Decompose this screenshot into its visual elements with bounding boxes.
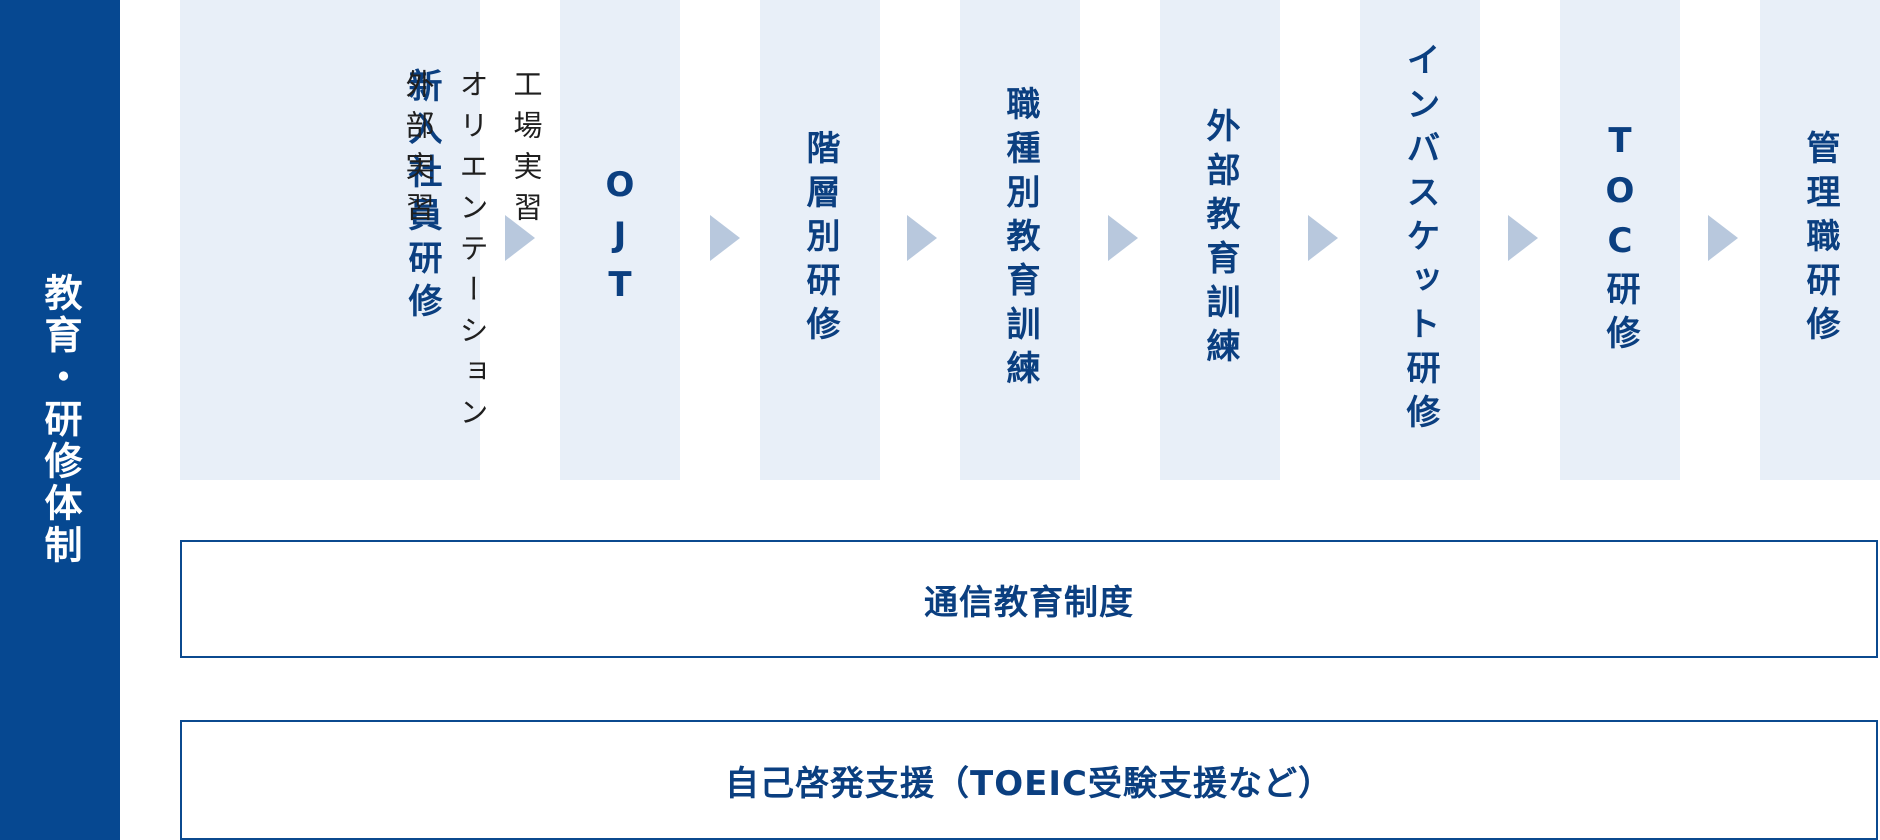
flow-arrow-7 — [1708, 215, 1738, 261]
step-title: インバスケット研修 — [1400, 42, 1440, 438]
step-external-education: 外部教育訓練 — [1160, 0, 1280, 480]
step-detail-factory-training: 工場実習 — [509, 69, 543, 233]
step-management-training: 管理職研修 — [1760, 0, 1880, 480]
step-hierarchical-training: 階層別研修 — [760, 0, 880, 480]
step-title: 管理職研修 — [1800, 130, 1840, 350]
flow-arrow-5 — [1308, 215, 1338, 261]
step-title: OJT — [600, 165, 640, 315]
step-title: 階層別研修 — [800, 130, 840, 350]
step-detail-external-training: 外部実習 — [401, 69, 435, 233]
step-title: 新入社員研修 — [402, 68, 442, 326]
program-label: 自己啓発支援（TOEIC受験支援など） — [725, 763, 1333, 804]
step-new-employee-training: 新入社員研修 工場実習 オリエンテーション 外部実習 — [180, 0, 543, 480]
step-in-basket-training: インバスケット研修 — [1360, 0, 1480, 480]
step-job-type-training: 職種別教育訓練 — [960, 0, 1080, 480]
step-title: 外部教育訓練 — [1200, 108, 1240, 372]
program-correspondence-education: 通信教育制度 — [180, 540, 1878, 658]
program-self-development-support: 自己啓発支援（TOEIC受験支援など） — [180, 720, 1878, 840]
sidebar: 教育・研修体制 — [0, 0, 120, 840]
step-title: 職種別教育訓練 — [1000, 86, 1040, 394]
flow-arrow-2 — [710, 215, 740, 261]
step-detail-orientation: オリエンテーション — [455, 69, 489, 438]
flow-arrow-6 — [1508, 215, 1538, 261]
step-title: TOC研修 — [1600, 121, 1640, 359]
flow-arrow-4 — [1108, 215, 1138, 261]
program-label: 通信教育制度 — [924, 582, 1134, 623]
step-ojt: OJT — [560, 0, 680, 480]
flow-arrow-1 — [505, 215, 535, 261]
step-toc-training: TOC研修 — [1560, 0, 1680, 480]
flow-arrow-3 — [907, 215, 937, 261]
sidebar-title: 教育・研修体制 — [38, 273, 82, 567]
